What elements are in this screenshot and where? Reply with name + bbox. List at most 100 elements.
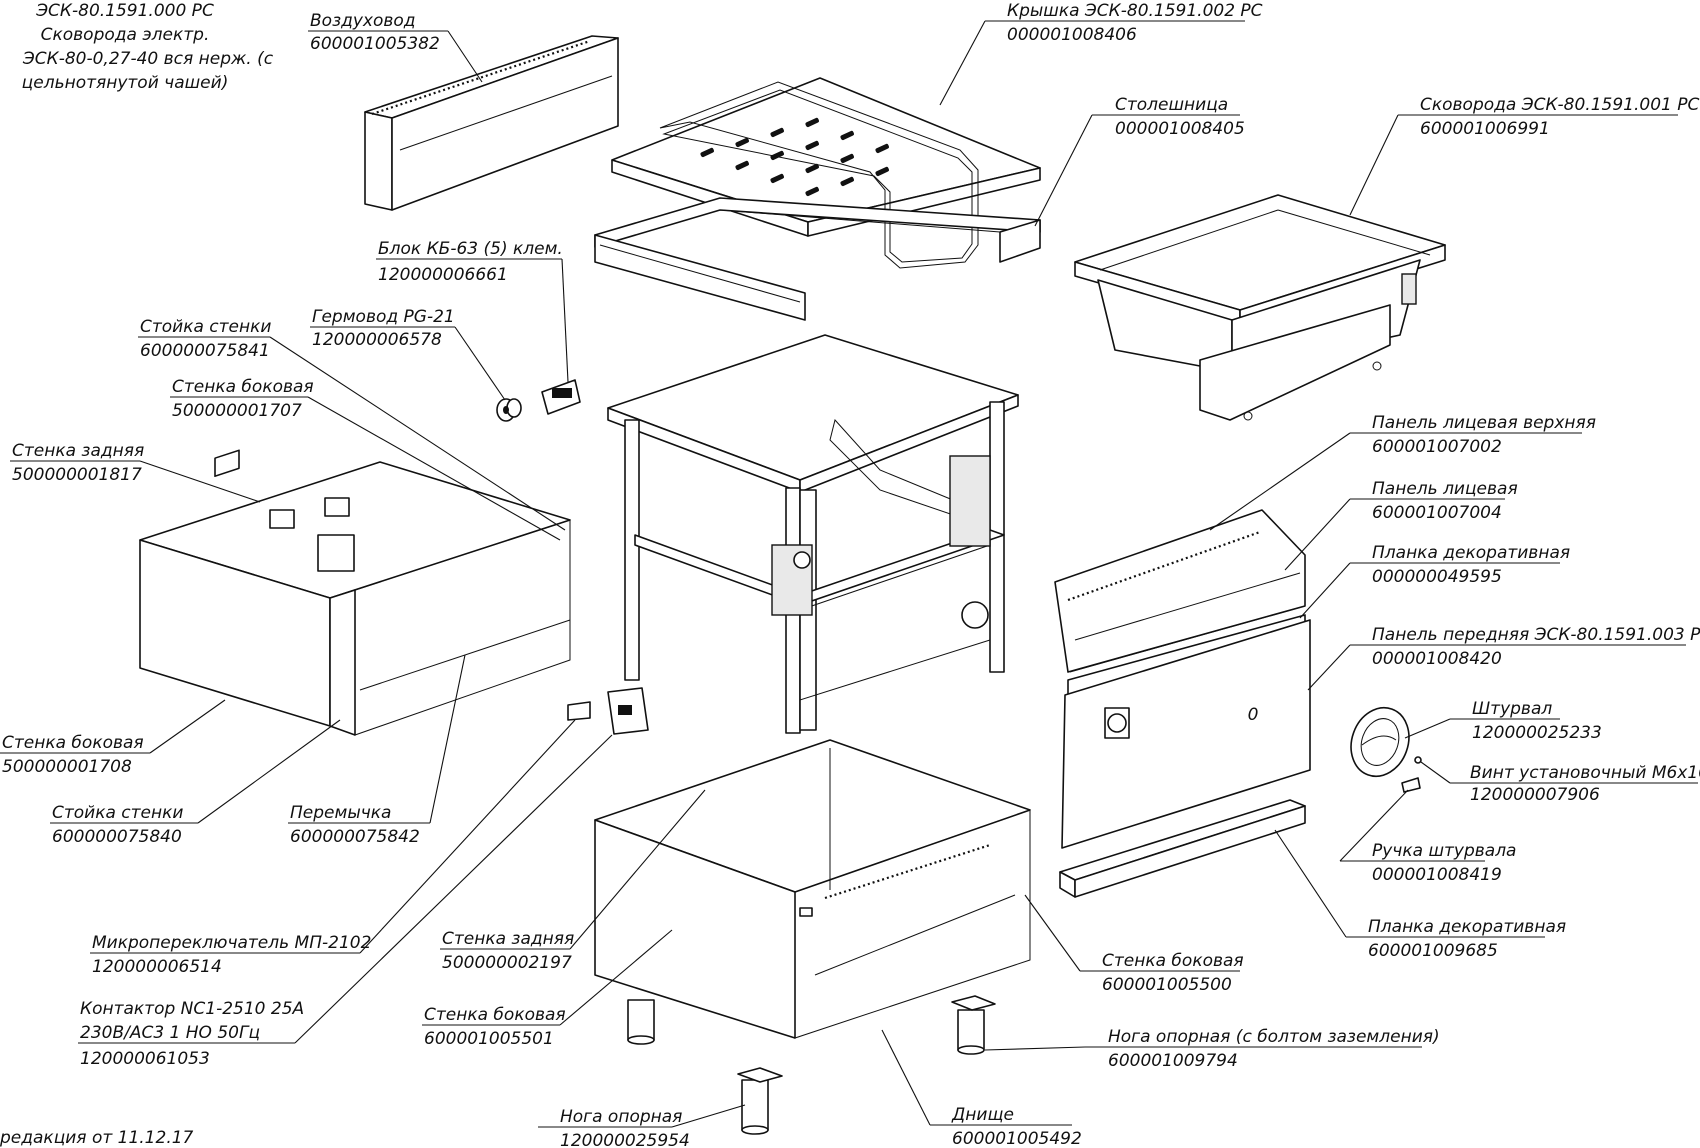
- upper-front-panel-drawing: [1054, 509, 1306, 673]
- revision-note: редакция от 11.12.17: [0, 1128, 194, 1148]
- callout-upper-front-panel: Панель лицевая верхняя 600001007002: [1209, 413, 1596, 531]
- part-code: 600001005501: [424, 1029, 554, 1049]
- title-block: ЭСК-80.1591.000 РС Сковорода электр. ЭСК…: [22, 1, 274, 93]
- part-code: 000001008405: [1115, 119, 1245, 139]
- part-name: Стойка стенки: [140, 317, 271, 337]
- callout-contactor: Контактор NC1-2510 25А 230В/АС3 1 НО 50Г…: [78, 734, 613, 1069]
- callout-front-panel: Панель передняя ЭСК-80.1591.003 РС 00000…: [1307, 625, 1700, 691]
- set-screw-drawing: [1414, 756, 1422, 764]
- callout-bottom: Днище 600001005492: [881, 1029, 1082, 1148]
- callout-decorative-strip-2: Планка декоративная 600001009685: [1274, 829, 1566, 961]
- foot-1-drawing: [627, 999, 655, 1045]
- callout-decorative-strip-1: Планка декоративная 000000049595: [1299, 543, 1570, 619]
- part-code: 120000025954: [560, 1131, 690, 1148]
- part-name: Днище: [951, 1105, 1014, 1125]
- part-code: 000000049595: [1372, 567, 1502, 587]
- part-name: Контактор NC1-2510 25А: [80, 999, 304, 1019]
- part-name: Микропереключатель МП-2102: [92, 933, 371, 953]
- callout-side-wall-1: Стенка боковая 500000001707: [170, 377, 561, 541]
- part-name: Штурвал: [1472, 699, 1552, 719]
- left-housing-drawing: [139, 449, 571, 736]
- callout-foot-grounding: Нога опорная (с болтом заземления) 60000…: [984, 1027, 1440, 1071]
- part-code: 000001008420: [1372, 649, 1502, 669]
- decorative-strip-2-drawing: [1059, 799, 1306, 898]
- part-name: Нога опорная: [560, 1107, 682, 1127]
- part-code: 600000075842: [290, 827, 420, 847]
- callout-wall-post-2: Стойка стенки 600000075840: [50, 719, 341, 847]
- callout-back-wall-1: Стенка задняя 500000001817: [10, 441, 261, 503]
- part-name: Сковорода ЭСК-80.1591.001 РС: [1420, 95, 1699, 115]
- frying-pan-drawing: [1074, 194, 1446, 421]
- part-name: Стойка стенки: [52, 803, 183, 823]
- part-code: 500000001708: [2, 757, 132, 777]
- callout-frying-pan: Сковорода ЭСК-80.1591.001 РС 60000100699…: [1349, 95, 1699, 216]
- part-name: Панель передняя ЭСК-80.1591.003 РС: [1372, 625, 1700, 645]
- part-code: 600001007004: [1372, 503, 1502, 523]
- lower-cabinet-drawing: [594, 739, 1031, 1039]
- part-name: Нога опорная (с болтом заземления): [1108, 1027, 1440, 1047]
- part-code: 000001008419: [1372, 865, 1502, 885]
- handwheel-knob-drawing: [1401, 777, 1421, 793]
- part-code: 600001007002: [1372, 437, 1502, 457]
- foot-3-drawing: [737, 1067, 783, 1135]
- part-code: 600000075840: [52, 827, 182, 847]
- part-name: Стенка боковая: [172, 377, 314, 397]
- part-name: Стенка боковая: [2, 733, 144, 753]
- part-name: Панель лицевая: [1372, 479, 1518, 499]
- part-code: 120000006514: [92, 957, 222, 977]
- front-panel-drawing: 0: [1061, 619, 1311, 849]
- part-code: 600001009685: [1368, 941, 1498, 961]
- callout-cable-gland: Гермовод PG-21 120000006578: [310, 307, 506, 401]
- part-code: 600001006991: [1420, 119, 1550, 139]
- terminal-block-drawing: [541, 379, 581, 415]
- part-code: 500000002197: [442, 953, 572, 973]
- part-code: 600001009794: [1108, 1051, 1238, 1071]
- callout-set-screw: Винт установочный М6х10 120000007906: [1420, 761, 1700, 805]
- handwheel-drawing: [1350, 706, 1410, 778]
- svg-text:0: 0: [1248, 705, 1259, 725]
- cable-gland-drawing: [496, 398, 522, 422]
- air-duct-drawing: [364, 35, 619, 211]
- callout-lid: Крышка ЭСК-80.1591.002 РС 000001008406: [939, 1, 1263, 106]
- part-code: 000001008406: [1007, 25, 1137, 45]
- callout-tabletop: Столешница 000001008405: [1034, 95, 1245, 227]
- main-frame-drawing: [607, 334, 1019, 734]
- part-name: Столешница: [1115, 95, 1228, 115]
- part-name: Панель лицевая верхняя: [1372, 413, 1596, 433]
- part-name: Стенка боковая: [424, 1005, 566, 1025]
- callout-jumper: Перемычка 600000075842: [288, 654, 466, 847]
- part-name: Стенка задняя: [12, 441, 144, 461]
- part-name: Планка декоративная: [1368, 917, 1566, 937]
- title-line3: ЭСК-80-0,27-40 вся нерж. (с: [22, 49, 274, 69]
- part-code: 500000001707: [172, 401, 302, 421]
- part-name: Ручка штурвала: [1372, 841, 1516, 861]
- part-name: Перемычка: [290, 803, 391, 823]
- part-code: 600000075841: [140, 341, 270, 361]
- callout-back-wall-2: Стенка задняя 500000002197: [440, 789, 706, 973]
- callout-side-wall-4: Стенка боковая 600001005500: [1024, 894, 1244, 995]
- callout-side-wall-3: Стенка боковая 600001005501: [422, 929, 673, 1049]
- part-name: Блок КБ-63 (5) клем.: [378, 239, 563, 259]
- foot-2-drawing: [951, 995, 996, 1055]
- tabletop-drawing: [594, 197, 1041, 321]
- part-name: Гермовод PG-21: [312, 307, 455, 327]
- title-line4: цельнотянутой чашей): [22, 73, 229, 93]
- part-code: 120000061053: [80, 1049, 210, 1069]
- part-name: Планка декоративная: [1372, 543, 1570, 563]
- part-name: Воздуховод: [310, 11, 416, 31]
- callout-front-face-panel: Панель лицевая 600001007004: [1284, 479, 1518, 571]
- part-name-line2: 230В/АС3 1 НО 50Гц: [80, 1023, 260, 1043]
- part-name: Стенка боковая: [1102, 951, 1244, 971]
- part-code: 600001005500: [1102, 975, 1232, 995]
- contactor-drawing: [607, 687, 649, 735]
- callout-foot: Нога опорная 120000025954: [538, 1104, 746, 1148]
- microswitch-drawing: [567, 701, 591, 721]
- callout-air-duct: Воздуховод 600001005382: [308, 11, 483, 83]
- callout-handwheel: Штурвал 120000025233: [1404, 699, 1602, 743]
- callout-side-wall-2: Стенка боковая 500000001708: [0, 699, 226, 777]
- part-code: 120000007906: [1470, 785, 1600, 805]
- lid-drawing: [611, 77, 1041, 269]
- part-code: 120000025233: [1472, 723, 1602, 743]
